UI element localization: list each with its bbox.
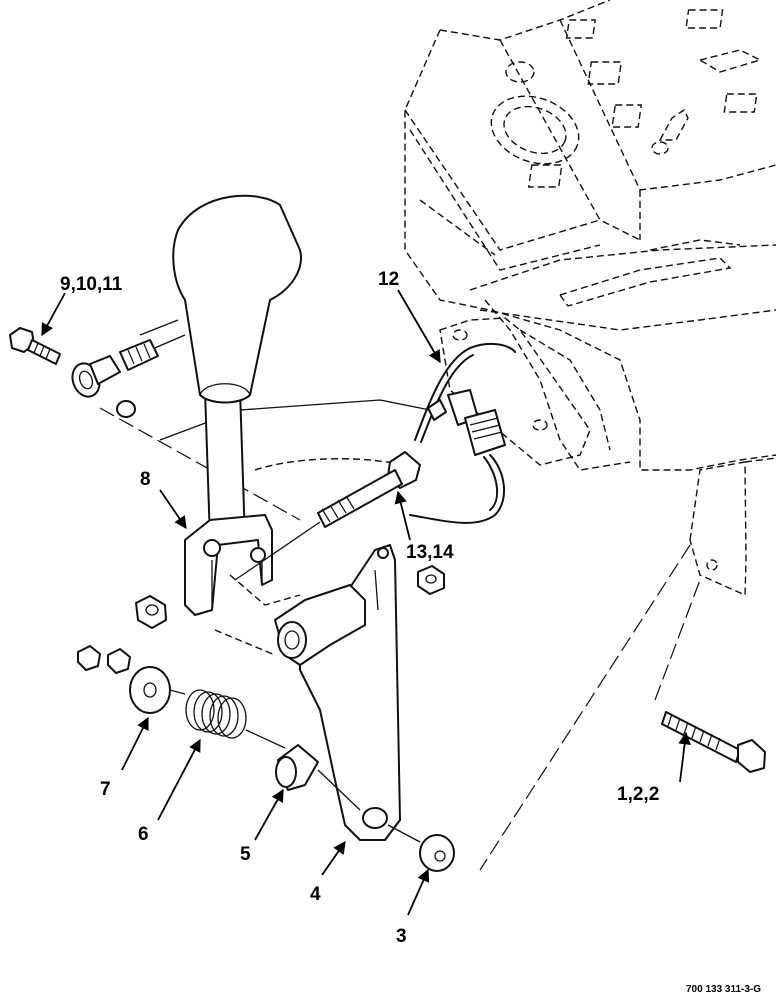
bushing-5 <box>275 744 361 811</box>
washer-7 <box>129 666 186 714</box>
lock-nut-right <box>417 565 445 595</box>
callout-9-10-11: 9,10,11 <box>60 274 123 295</box>
callout-3: 3 <box>396 926 407 947</box>
callout-labels: 9,10,11 12 8 13,14 1,2,2 7 6 5 4 3 700 1… <box>60 269 761 995</box>
shift-lever <box>172 194 302 616</box>
wire-connector <box>409 389 506 524</box>
assembly-guides <box>99 319 701 871</box>
operator-console <box>404 0 776 597</box>
spring-6 <box>185 689 286 749</box>
callout-8: 8 <box>140 469 151 490</box>
document-id: 700 133 311-3-G <box>686 984 761 995</box>
grommet <box>71 339 159 398</box>
callout-1-2-2: 1,2,2 <box>617 784 659 805</box>
washer-3 <box>387 824 455 872</box>
callout-4: 4 <box>310 884 321 905</box>
washer-small <box>116 400 136 418</box>
callout-6: 6 <box>138 824 149 845</box>
callout-13-14: 13,14 <box>406 542 454 563</box>
callout-7: 7 <box>100 779 111 800</box>
callout-5: 5 <box>240 844 251 865</box>
nuts-pair <box>77 645 131 674</box>
pivot-bolt <box>234 451 421 581</box>
lock-nut-left <box>135 595 167 629</box>
bolt-9-10-11 <box>9 327 61 365</box>
pivot-bracket <box>274 544 401 841</box>
callout-12: 12 <box>378 269 399 290</box>
leader-arrows <box>41 289 691 916</box>
bolt-1-2-2 <box>661 711 766 773</box>
